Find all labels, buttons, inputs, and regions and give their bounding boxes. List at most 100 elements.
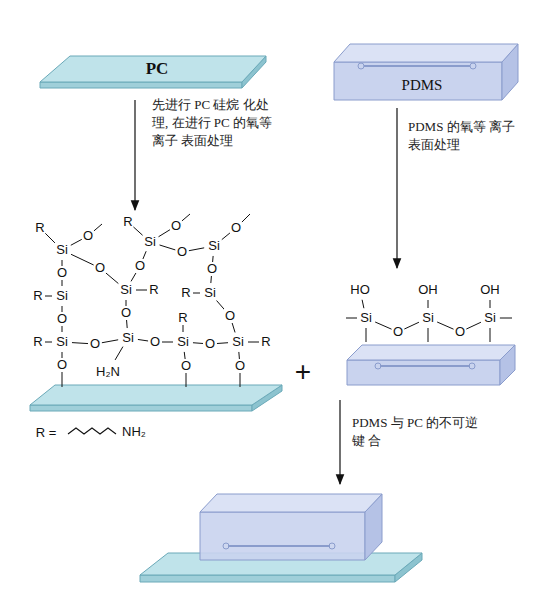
bonded-device xyxy=(140,494,422,582)
bond-line xyxy=(241,214,250,223)
bond-line xyxy=(362,300,364,308)
atom-label: Si xyxy=(55,243,69,257)
atom-label: Si xyxy=(121,331,135,345)
bond-line xyxy=(181,214,190,221)
channel-port xyxy=(358,63,364,69)
bond-line xyxy=(45,342,52,343)
atom-label: HO xyxy=(349,283,371,297)
bond-line xyxy=(93,224,102,231)
bond-line xyxy=(189,248,204,251)
bond-line xyxy=(62,280,63,286)
bond-line xyxy=(193,293,200,294)
atom-label: Si xyxy=(483,311,497,325)
bond-line xyxy=(490,328,491,342)
bond-line xyxy=(62,326,63,332)
atom-label: R xyxy=(122,215,133,229)
bond-line xyxy=(210,276,212,283)
atom-label: Si xyxy=(119,283,133,297)
atom-label: Si xyxy=(176,335,190,349)
atom-label: O xyxy=(56,266,68,280)
atom-label: R xyxy=(32,335,43,349)
atom-label: R = xyxy=(35,426,58,440)
slab-front xyxy=(30,405,252,411)
step-caption: PDMS 与 PC 的不可逆键 合 xyxy=(352,414,480,450)
atom-label: Si xyxy=(231,335,245,349)
bond-line xyxy=(232,323,235,333)
bond-line xyxy=(183,325,184,332)
bond-line xyxy=(217,342,228,344)
bond-line xyxy=(184,352,186,359)
bond-line xyxy=(131,272,136,281)
pdms-block xyxy=(347,345,515,385)
atom-label: O xyxy=(454,325,466,339)
bond-line xyxy=(102,340,118,343)
channel-port xyxy=(329,543,335,549)
atom-label: Si xyxy=(55,335,69,349)
atom-label: Si xyxy=(143,235,157,249)
bond-line xyxy=(346,318,357,319)
bond-lines xyxy=(45,214,512,387)
block-front xyxy=(347,360,500,385)
atom-label: R xyxy=(180,286,191,300)
bond-line xyxy=(136,290,147,291)
atom-label: O xyxy=(170,219,182,233)
step-caption: 先进行 PC 硅烷 化处理, 在进行 PC 的氧等离子 表面处理 xyxy=(152,96,280,150)
bond-line xyxy=(193,342,203,344)
atom-label: Si xyxy=(203,286,217,300)
bond-line xyxy=(105,273,118,284)
atom-label: O xyxy=(230,221,242,235)
bond-line xyxy=(162,342,173,343)
atom-label: R xyxy=(148,283,159,297)
bond-line xyxy=(126,320,128,328)
atom-label: O xyxy=(176,245,188,259)
atom-label: O xyxy=(94,261,106,275)
atom-label: H₂N xyxy=(95,365,121,379)
outline-face xyxy=(40,56,266,82)
bond-line xyxy=(45,296,52,297)
atom-label: O xyxy=(56,358,68,372)
atom-label: O xyxy=(149,335,161,349)
bond-line xyxy=(71,239,82,245)
bond-line xyxy=(428,328,429,342)
atom-label: NH₂ xyxy=(121,425,147,439)
channel xyxy=(380,365,470,367)
bond-line xyxy=(71,254,94,265)
slab-front xyxy=(140,575,395,582)
channel-port xyxy=(375,363,381,369)
pc-slab xyxy=(30,385,282,411)
atom-label: OH xyxy=(417,283,439,297)
bond-line xyxy=(186,373,187,387)
slab-top xyxy=(30,385,282,405)
node-label: PDMS xyxy=(334,70,510,100)
step-caption: PDMS 的氧等 离子表面处理 xyxy=(408,118,520,154)
atom-label: O xyxy=(56,312,68,326)
bond-line xyxy=(133,227,142,236)
bond-line xyxy=(366,328,367,342)
bond-line xyxy=(248,342,259,343)
atom-label: O xyxy=(134,259,146,273)
bond-line xyxy=(238,352,240,359)
block-top xyxy=(347,345,515,360)
bond-line xyxy=(138,339,148,341)
process-arrow xyxy=(396,108,397,268)
bond-line xyxy=(240,373,241,387)
bond-line xyxy=(437,322,453,329)
atom-label: O xyxy=(204,337,216,351)
block-front xyxy=(200,512,365,560)
channel xyxy=(228,545,330,547)
bond-line xyxy=(466,322,481,329)
bond-line xyxy=(500,318,512,319)
atom-label: O xyxy=(224,309,236,323)
bond-line xyxy=(160,245,176,250)
pc-slab: PC xyxy=(38,52,270,92)
atom-label: R xyxy=(32,289,43,303)
channel-port xyxy=(469,363,475,369)
outline-face xyxy=(40,82,242,88)
atom-label: R xyxy=(34,221,45,235)
atom-label: Si xyxy=(207,239,221,253)
channel-port xyxy=(470,63,476,69)
atom-label: O xyxy=(392,325,404,339)
atom-label: O xyxy=(82,229,94,243)
atom-label: O xyxy=(180,359,192,373)
bond-line xyxy=(115,347,123,360)
